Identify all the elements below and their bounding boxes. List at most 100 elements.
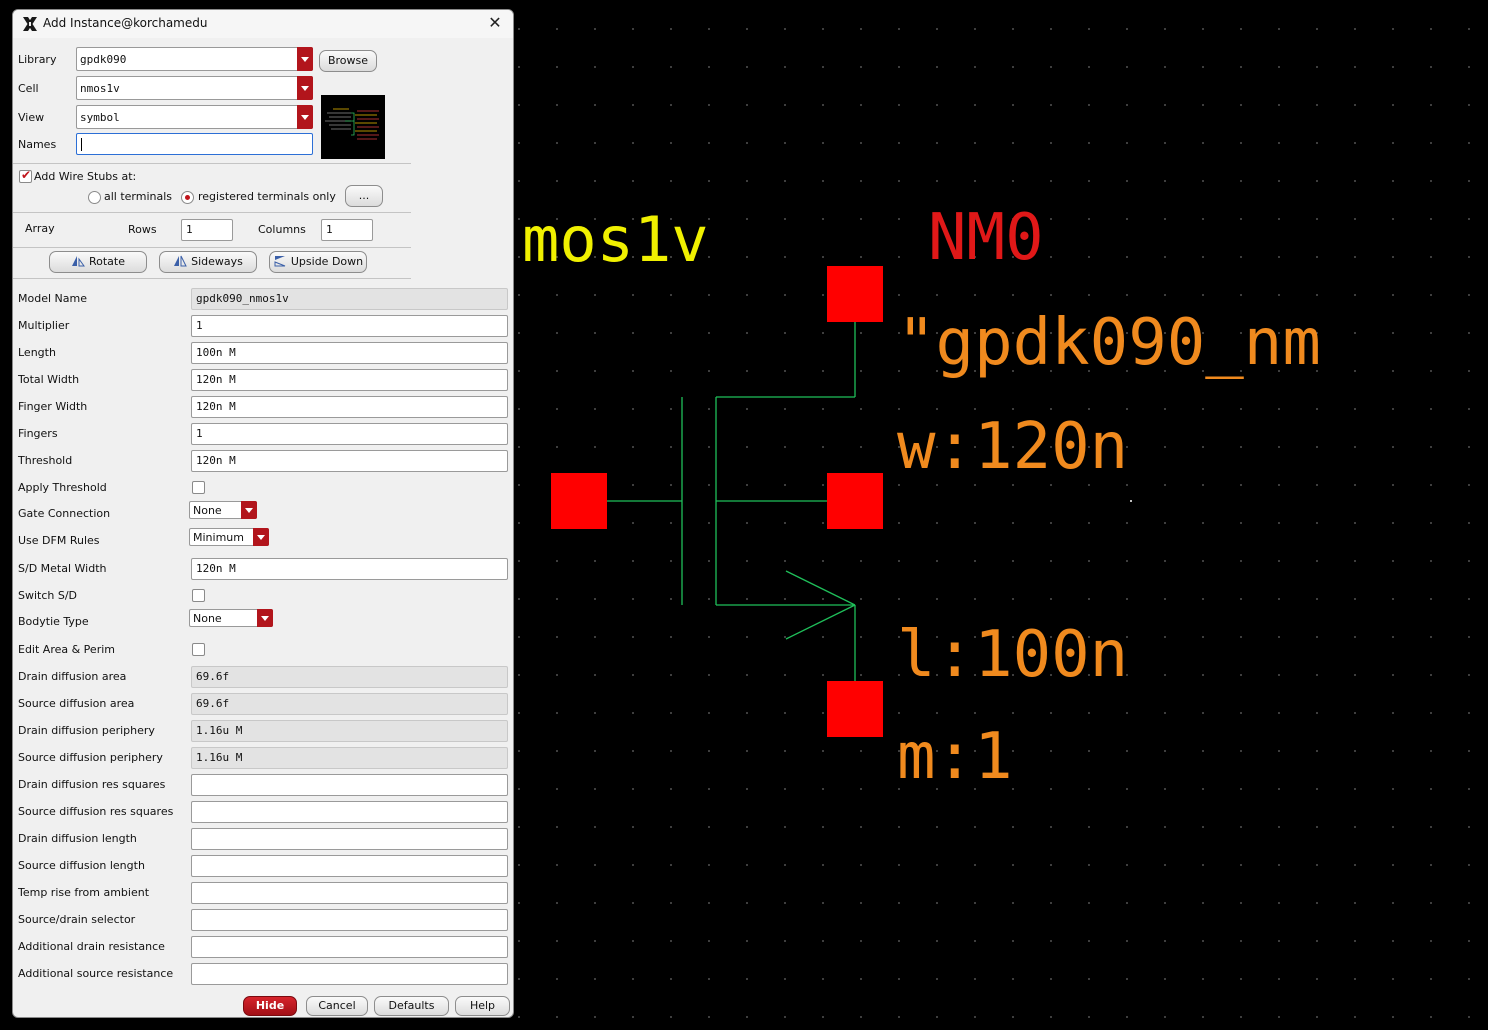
columns-label: Columns (258, 223, 306, 236)
threshold-input[interactable]: 120n M (191, 450, 508, 472)
upside-down-button[interactable]: Upside Down (269, 251, 367, 273)
separator (13, 163, 411, 164)
source-diffusion-length-label: Source diffusion length (18, 859, 145, 872)
drain-diffusion-length-label: Drain diffusion length (18, 832, 137, 845)
names-label: Names (18, 138, 57, 151)
fingers-input[interactable]: 1 (191, 423, 508, 445)
width-param-label: w:120n (897, 410, 1128, 484)
drain-diffusion-length-input[interactable] (191, 828, 508, 850)
arrow-upper (785, 570, 856, 606)
help-button[interactable]: Help (455, 996, 510, 1016)
separator (13, 247, 411, 248)
window-title: Add Instance@korchamedu (43, 16, 208, 30)
edit-area-perim-checkbox[interactable] (192, 643, 205, 656)
chevron-down-icon[interactable] (297, 47, 313, 71)
drain-res-squares-input[interactable] (191, 774, 508, 796)
wire-stubs-options-button[interactable]: ... (345, 185, 383, 207)
sideways-button[interactable]: Sideways (159, 251, 257, 273)
total-width-input[interactable]: 120n M (191, 369, 508, 391)
drain-res-squares-label: Drain diffusion res squares (18, 778, 166, 791)
all-terminals-label: all terminals (104, 190, 173, 203)
wire-stubs-checkbox[interactable] (19, 168, 32, 183)
symbol-preview (321, 95, 385, 159)
edit-area-perim-label: Edit Area & Perim (18, 643, 115, 656)
text-caret (81, 137, 82, 151)
apply-threshold-label: Apply Threshold (18, 481, 107, 494)
cell-combo[interactable]: nmos1v (76, 76, 313, 100)
sd-metal-width-input[interactable]: 120n M (191, 558, 508, 580)
array-label: Array (25, 222, 55, 235)
use-dfm-rules-label: Use DFM Rules (18, 534, 100, 547)
arrow-lower (785, 604, 856, 640)
browse-button[interactable]: Browse (319, 50, 377, 72)
gate-connection-select[interactable]: None (189, 501, 257, 519)
rows-input[interactable]: 1 (181, 219, 233, 241)
total-width-label: Total Width (18, 373, 80, 386)
bulk-pin[interactable] (827, 473, 883, 529)
library-label: Library (18, 53, 57, 66)
cell-label: Cell (18, 82, 39, 95)
cell-name-label: mos1v (522, 203, 709, 276)
temp-rise-input[interactable] (191, 882, 508, 904)
view-label: View (18, 111, 45, 124)
library-value: gpdk090 (80, 53, 127, 66)
length-input[interactable]: 100n M (191, 342, 508, 364)
sd-metal-width-label: S/D Metal Width (18, 562, 107, 575)
model-name-label: Model Name (18, 292, 87, 305)
use-dfm-rules-select[interactable]: Minimum (189, 528, 269, 546)
rotate-button[interactable]: Rotate (49, 251, 147, 273)
chevron-down-icon[interactable] (253, 528, 269, 546)
library-combo[interactable]: gpdk090 (76, 47, 313, 71)
source-pin[interactable] (827, 681, 883, 737)
chevron-down-icon[interactable] (257, 609, 273, 627)
symbol-wires (607, 321, 856, 681)
source-res-squares-input[interactable] (191, 801, 508, 823)
model-name-field: gpdk090_nmos1v (191, 288, 508, 310)
sd-selector-input[interactable] (191, 909, 508, 931)
drain-pin[interactable] (827, 266, 883, 322)
view-value: symbol (80, 111, 120, 124)
gate-pin[interactable] (551, 473, 607, 529)
fingers-label: Fingers (18, 427, 58, 440)
columns-input[interactable]: 1 (321, 219, 373, 241)
view-combo[interactable]: symbol (76, 105, 313, 129)
hide-button[interactable]: Hide (243, 996, 297, 1016)
length-param-label: l:100n (897, 618, 1128, 692)
model-name-label: "gpdk090_nm (897, 306, 1321, 380)
all-terminals-radio[interactable] (88, 191, 101, 204)
defaults-button[interactable]: Defaults (374, 996, 449, 1016)
rotate-icon (71, 256, 85, 267)
title-bar[interactable]: Add Instance@korchamedu ✕ (13, 10, 513, 38)
separator (13, 278, 411, 279)
bodytie-type-select[interactable]: None (189, 609, 273, 627)
switch-sd-label: Switch S/D (18, 589, 78, 602)
registered-terminals-radio[interactable] (181, 191, 194, 204)
chevron-down-icon[interactable] (297, 105, 313, 129)
sideways-icon (174, 255, 187, 267)
instance-name-label: NM0 (928, 201, 1044, 275)
source-diffusion-length-input[interactable] (191, 855, 508, 877)
source-diffusion-area-label: Source diffusion area (18, 697, 135, 710)
gate-connection-label: Gate Connection (18, 507, 111, 520)
chevron-down-icon[interactable] (241, 501, 257, 519)
drain-diffusion-area-label: Drain diffusion area (18, 670, 127, 683)
multiplier-input[interactable]: 1 (191, 315, 508, 337)
sd-selector-label: Source/drain selector (18, 913, 136, 926)
cell-value: nmos1v (80, 82, 120, 95)
additional-source-resistance-input[interactable] (191, 963, 508, 985)
finger-width-input[interactable]: 120n M (191, 396, 508, 418)
names-input[interactable] (76, 133, 313, 155)
apply-threshold-checkbox[interactable] (192, 481, 205, 494)
cancel-button[interactable]: Cancel (306, 996, 368, 1016)
add-instance-dialog: Add Instance@korchamedu ✕ Library gpdk09… (12, 9, 514, 1018)
additional-drain-resistance-input[interactable] (191, 936, 508, 958)
switch-sd-checkbox[interactable] (192, 589, 205, 602)
bodytie-type-label: Bodytie Type (18, 615, 89, 628)
chevron-down-icon[interactable] (297, 76, 313, 100)
source-diffusion-periphery-field: 1.16u M (191, 747, 508, 769)
drain-diffusion-periphery-field: 1.16u M (191, 720, 508, 742)
source-diffusion-area-field: 69.6f (191, 693, 508, 715)
close-icon[interactable]: ✕ (488, 13, 502, 32)
upside-down-icon (274, 256, 286, 267)
